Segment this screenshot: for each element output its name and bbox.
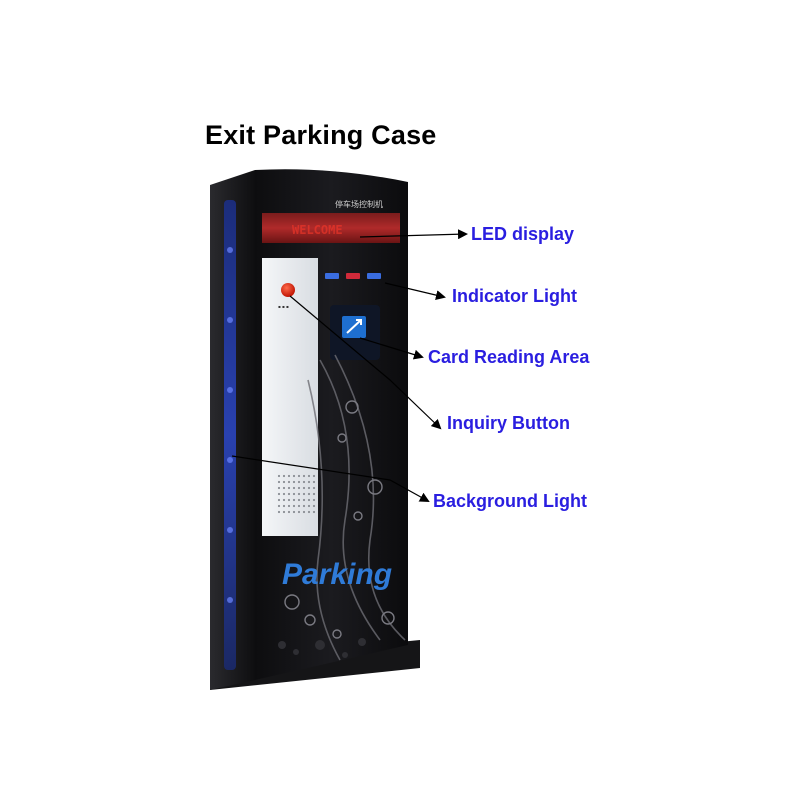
- speaker-hole: [277, 474, 281, 478]
- speaker-hole: [277, 498, 281, 502]
- label-card-reading-area: Card Reading Area: [428, 347, 590, 367]
- speaker-hole: [297, 486, 301, 490]
- speaker-hole: [287, 504, 291, 508]
- speaker-hole: [292, 498, 296, 502]
- speaker-hole: [277, 486, 281, 490]
- speaker-hole: [287, 498, 291, 502]
- speaker-grille: [277, 474, 316, 514]
- label-background-light: Background Light: [433, 491, 587, 511]
- speaker-hole: [277, 504, 281, 508]
- speaker-hole: [307, 504, 311, 508]
- speaker-hole: [307, 480, 311, 484]
- inquiry-button: [281, 283, 295, 297]
- speaker-hole: [287, 510, 291, 514]
- label-inquiry-button: Inquiry Button: [447, 413, 570, 433]
- speaker-hole: [312, 504, 316, 508]
- speaker-hole: [297, 492, 301, 496]
- led-display: [262, 213, 400, 243]
- speaker-hole: [282, 486, 286, 490]
- speaker-hole: [292, 480, 296, 484]
- speaker-hole: [312, 474, 316, 478]
- speaker-hole: [292, 510, 296, 514]
- speaker-hole: [302, 480, 306, 484]
- speaker-hole: [302, 504, 306, 508]
- speaker-hole: [312, 510, 316, 514]
- label-led-display: LED display: [471, 224, 575, 244]
- leader-led-display: [359, 229, 468, 240]
- speaker-hole: [302, 474, 306, 478]
- speaker-hole: [297, 504, 301, 508]
- speaker-hole: [282, 492, 286, 496]
- speaker-hole: [277, 480, 281, 484]
- speaker-hole: [312, 498, 316, 502]
- diagram-title: Exit Parking Case: [205, 120, 437, 150]
- speaker-hole: [297, 498, 301, 502]
- speaker-hole: [282, 474, 286, 478]
- speaker-hole: [312, 480, 316, 484]
- speaker-hole: [297, 474, 301, 478]
- label-indicator-light: Indicator Light: [452, 286, 577, 306]
- speaker-hole: [277, 492, 281, 496]
- speaker-hole: [282, 498, 286, 502]
- parking-logo: Parking: [282, 558, 392, 591]
- indicator-lights: [325, 273, 381, 279]
- leader-indicator-light: [384, 282, 446, 301]
- speaker-hole: [292, 474, 296, 478]
- button-caption: ▪ ▪ ▪: [278, 304, 289, 309]
- speaker-hole: [287, 480, 291, 484]
- speaker-hole: [302, 492, 306, 496]
- top-caption: 停车场控制机: [335, 199, 383, 209]
- callout-leaders: [231, 229, 468, 502]
- card-arrow-icon: [346, 319, 362, 334]
- speaker-hole: [282, 510, 286, 514]
- speaker-hole: [282, 480, 286, 484]
- speaker-hole: [282, 504, 286, 508]
- side-light-strip: [224, 200, 236, 670]
- background-light-dots: [278, 638, 366, 658]
- leader-inquiry-button: [289, 295, 442, 430]
- led-text: WELCOME: [292, 223, 343, 237]
- speaker-hole: [297, 510, 301, 514]
- speaker-hole: [312, 492, 316, 496]
- speaker-hole: [292, 504, 296, 508]
- speaker-hole: [302, 510, 306, 514]
- speaker-hole: [307, 498, 311, 502]
- speaker-hole: [307, 474, 311, 478]
- speaker-hole: [287, 492, 291, 496]
- speaker-hole: [287, 474, 291, 478]
- leader-card-reading-area: [359, 337, 424, 360]
- speaker-hole: [302, 486, 306, 490]
- leader-background-light: [231, 455, 430, 502]
- speaker-hole: [307, 486, 311, 490]
- front-panel: [262, 258, 318, 536]
- speaker-hole: [302, 498, 306, 502]
- speaker-hole: [307, 510, 311, 514]
- speaker-hole: [287, 486, 291, 490]
- speaker-hole: [292, 486, 296, 490]
- speaker-hole: [292, 492, 296, 496]
- speaker-hole: [277, 510, 281, 514]
- speaker-hole: [312, 486, 316, 490]
- side-light-dots: [227, 247, 233, 603]
- speaker-hole: [307, 492, 311, 496]
- speaker-hole: [297, 480, 301, 484]
- background-light-bubbles: [284, 400, 395, 639]
